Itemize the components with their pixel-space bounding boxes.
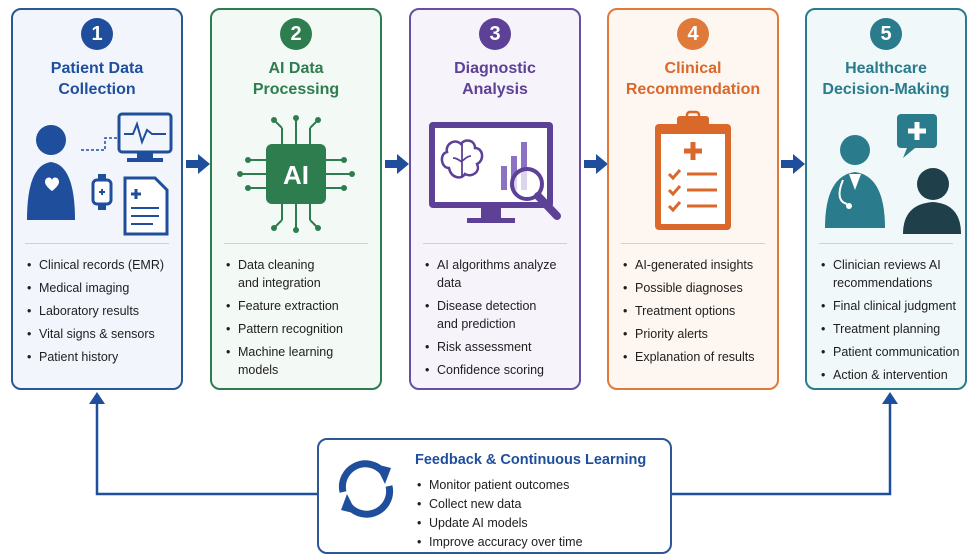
ai-chip-icon: AI [237, 115, 355, 233]
list-item: Explanation of results [623, 348, 773, 366]
patient-monitor-icon [27, 112, 173, 236]
divider [423, 243, 567, 244]
list-item: Patient history [27, 348, 177, 366]
step-number-badge: 2 [280, 18, 312, 50]
list-item: Monitor patient outcomes [417, 476, 583, 495]
list-item: Pattern recognition [226, 320, 376, 338]
feedback-title: Feedback & Continuous Learning [415, 452, 647, 468]
list-item: Priority alerts [623, 325, 773, 343]
stage-4-items: AI-generated insights Possible diagnoses… [623, 256, 773, 371]
stage-2-items: Data cleaning and integration Feature ex… [226, 256, 376, 384]
arrow-right-icon [385, 154, 409, 174]
list-item: Clinical records (EMR) [27, 256, 177, 274]
divider [25, 243, 169, 244]
list-item: Treatment options [623, 302, 773, 320]
stage-5-items: Clinician reviews AI recommendations Fin… [821, 256, 961, 389]
list-item: Medical imaging [27, 279, 177, 297]
divider [621, 243, 765, 244]
refresh-cycle-icon [338, 460, 394, 518]
list-item: Update AI models [417, 514, 583, 533]
stage-3-items: AI algorithms analyze data Disease detec… [425, 256, 575, 384]
list-item: Collect new data [417, 495, 583, 514]
list-item: Treatment planning [821, 320, 961, 338]
step-number-badge: 3 [479, 18, 511, 50]
clipboard-checklist-icon [655, 110, 731, 230]
ai-chip-label: AI [283, 160, 309, 190]
step-number-badge: 1 [81, 18, 113, 50]
list-item: Risk assessment [425, 338, 575, 356]
arrow-right-icon [584, 154, 608, 174]
doctor-patient-icon [825, 114, 961, 234]
arrow-right-icon [781, 154, 805, 174]
brain-analysis-monitor-icon [429, 122, 561, 223]
arrow-right-icon [186, 154, 210, 174]
step-number-badge: 5 [870, 18, 902, 50]
list-item: AI algorithms analyze data [425, 256, 575, 292]
step-number-badge: 4 [677, 18, 709, 50]
feedback-items: Monitor patient outcomes Collect new dat… [417, 476, 583, 552]
list-item: Data cleaning and integration [226, 256, 376, 292]
list-item: Improve accuracy over time [417, 533, 583, 552]
list-item: Machine learning models [226, 343, 376, 379]
list-item: Laboratory results [27, 302, 177, 320]
list-item: Feature extraction [226, 297, 376, 315]
list-item: AI-generated insights [623, 256, 773, 274]
feedback-learning-box: Feedback & Continuous Learning Monitor p… [317, 438, 672, 554]
divider [224, 243, 368, 244]
list-item: Confidence scoring [425, 361, 575, 379]
list-item: Disease detection and prediction [425, 297, 575, 333]
list-item: Action & intervention [821, 366, 961, 384]
list-item: Patient communication [821, 343, 961, 361]
stage-1-items: Clinical records (EMR) Medical imaging L… [27, 256, 177, 371]
list-item: Vital signs & sensors [27, 325, 177, 343]
divider [819, 243, 953, 244]
list-item: Final clinical judgment [821, 297, 961, 315]
list-item: Possible diagnoses [623, 279, 773, 297]
list-item: Clinician reviews AI recommendations [821, 256, 961, 292]
